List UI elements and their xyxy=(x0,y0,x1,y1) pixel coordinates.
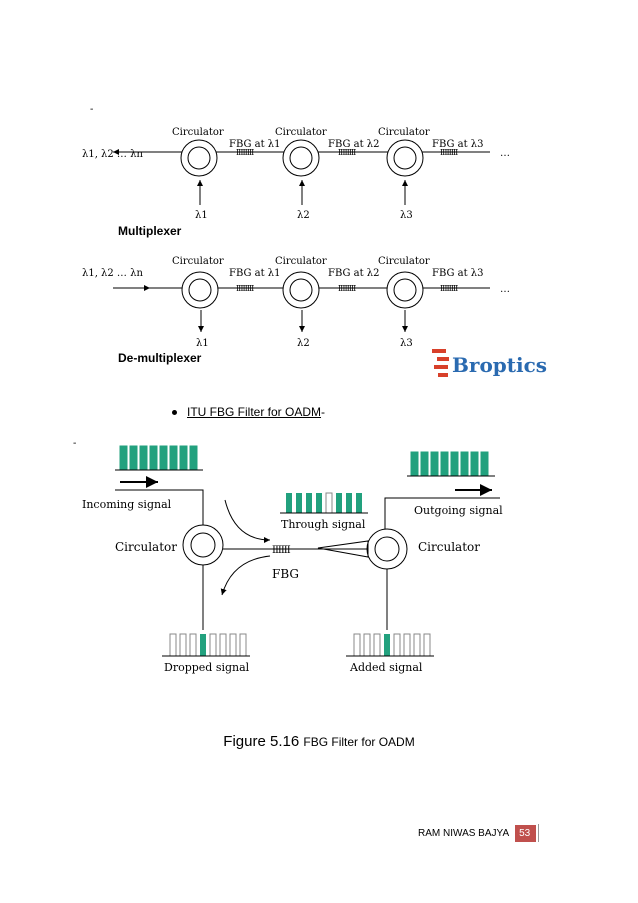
mux-input-label: λ1, λ2 … λn xyxy=(82,149,143,160)
page-footer: RAM NIWAS BAJYA 53 xyxy=(418,824,540,842)
mux-fbg-label-2: FBG at λ2 xyxy=(328,139,380,150)
oadm-diagram: - Incoming signal Outgoing signal xyxy=(73,438,503,674)
mux-port-label-1: λ1 xyxy=(195,210,208,221)
svg-text:IIIIIIII: IIIIIIII xyxy=(236,284,254,293)
svg-text:IIIIIIII: IIIIIIII xyxy=(338,148,356,157)
oadm-circulator-left xyxy=(182,524,224,566)
mux-demux-diagram: - λ1, λ2 … λn … Circulator Circulator Ci… xyxy=(82,104,547,377)
mux-circulator-label-1: Circulator xyxy=(172,127,224,138)
figure-caption: Figure 5.16 FBG Filter for OADM xyxy=(0,733,638,750)
logo-text: Broptics xyxy=(452,353,547,377)
mux-circulator-1: Circulator xyxy=(172,127,224,177)
demux-port-label-3: λ3 xyxy=(400,338,413,349)
circulator-left-label: Circulator xyxy=(115,540,177,554)
demux-port-label-2: λ2 xyxy=(297,338,310,349)
svg-text:IIIIIIII: IIIIIIII xyxy=(338,284,356,293)
mux-circulator-label-2: Circulator xyxy=(275,127,327,138)
mux-fbg-label-3: FBG at λ3 xyxy=(432,139,484,150)
through-label: Through signal xyxy=(281,518,366,531)
demux-circulator-2: Circulator xyxy=(275,256,327,309)
footer-divider xyxy=(538,824,540,842)
footer-author: RAM NIWAS BAJYA xyxy=(418,827,510,839)
mux-circulator-3: Circulator xyxy=(378,127,430,177)
svg-text:-: - xyxy=(90,104,93,115)
demux-fbg-label-3: FBG at λ3 xyxy=(432,268,484,279)
caption-prefix: Figure 5.16 xyxy=(223,733,300,750)
mux-port-label-3: λ3 xyxy=(400,210,413,221)
svg-text:IIIIIIII: IIIIIIII xyxy=(440,148,458,157)
demux-circulator-label-1: Circulator xyxy=(172,256,224,267)
svg-text:IIIIII: IIIIII xyxy=(272,545,291,556)
mux-fbg-label-1: FBG at λ1 xyxy=(229,139,281,150)
oadm-circulator-right xyxy=(366,528,408,570)
caption-text: FBG Filter for OADM xyxy=(303,735,415,749)
mux-ellipsis: … xyxy=(500,148,510,159)
mux-title: Multiplexer xyxy=(118,224,182,238)
fbg-label: FBG xyxy=(272,567,299,581)
bullet-text: ITU FBG Filter for OADM xyxy=(187,405,322,419)
demux-input-label: λ1, λ2 … λn xyxy=(82,268,143,279)
circulator-right-label: Circulator xyxy=(418,540,480,554)
demux-fbg-label-1: FBG at λ1 xyxy=(229,268,281,279)
demux-circulator-3: Circulator xyxy=(378,256,430,309)
outgoing-channels xyxy=(410,451,489,477)
mux-circulator-2: Circulator xyxy=(275,127,327,177)
outgoing-label: Outgoing signal xyxy=(414,504,503,517)
multiplexer-diagram: λ1, λ2 … λn … Circulator Circulator Circ… xyxy=(82,127,510,238)
mux-port-label-2: λ2 xyxy=(297,210,310,221)
demux-circulator-1: Circulator xyxy=(172,256,224,309)
demux-fbg-label-2: FBG at λ2 xyxy=(328,268,380,279)
demux-circulator-label-3: Circulator xyxy=(378,256,430,267)
svg-text:IIIIIIII: IIIIIIII xyxy=(236,148,254,157)
demultiplexer-diagram: λ1, λ2 … λn … Circulator Circulator Circ… xyxy=(82,256,510,365)
bullet-dot-icon xyxy=(172,409,177,415)
mux-circulator-label-3: Circulator xyxy=(378,127,430,138)
demux-title: De-multiplexer xyxy=(118,351,202,365)
incoming-channels xyxy=(119,445,198,471)
svg-text:-: - xyxy=(73,438,76,449)
demux-port-label-1: λ1 xyxy=(196,338,209,349)
bullet-suffix: - xyxy=(321,405,326,419)
demux-ellipsis: … xyxy=(500,284,510,295)
incoming-label: Incoming signal xyxy=(82,498,172,511)
svg-text:IIIIIIII: IIIIIIII xyxy=(440,284,458,293)
dropped-label: Dropped signal xyxy=(164,661,250,674)
broptics-logo: Broptics xyxy=(432,349,547,377)
page-number: 53 xyxy=(515,824,537,842)
added-channels xyxy=(353,633,431,657)
bullet-item: ITU FBG Filter for OADM - xyxy=(172,405,325,419)
dropped-channels xyxy=(169,633,247,657)
added-label: Added signal xyxy=(349,661,423,674)
demux-circulator-label-2: Circulator xyxy=(275,256,327,267)
through-channels xyxy=(286,492,362,514)
